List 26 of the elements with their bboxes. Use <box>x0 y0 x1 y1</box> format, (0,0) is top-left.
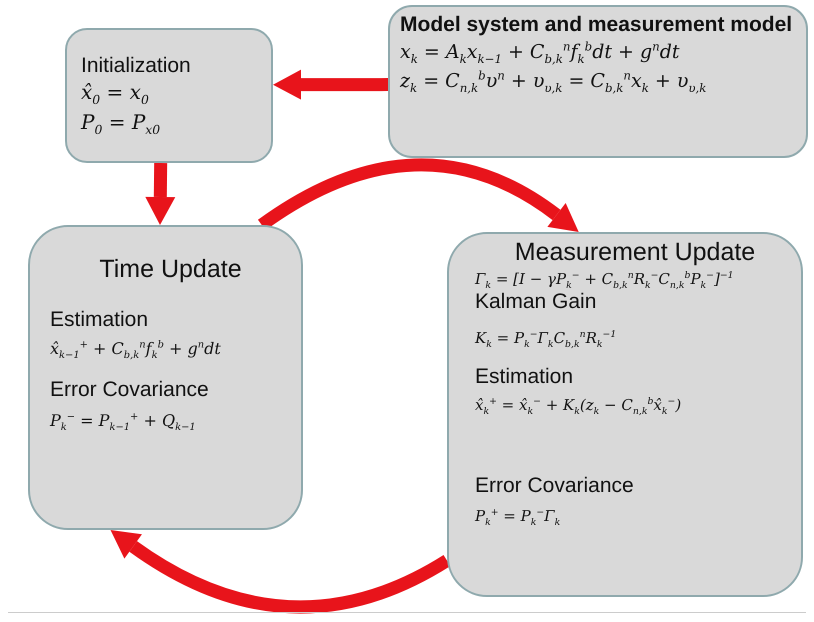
formula-text: P$_{k}$$^{+}$ = P$_{k}$$^{−}$Γ$_{k}$ <box>475 506 562 528</box>
process-box <box>388 5 808 158</box>
arrow <box>110 530 450 614</box>
heading-text: Estimation <box>475 364 574 390</box>
arrow <box>258 158 580 231</box>
formula-text: Γ$_{k}$ = [I − γP$_{k}$$^{−}$ + C$_{b,k}$$^{n}$R$_{k}$$^{−}$C$_{n,k}$$^{b}$P$_{k}$$^{−}$]$^{−1}$ <box>475 268 735 290</box>
heading-text: Measurement Update <box>514 238 756 267</box>
heading-text: Kalman Gain <box>475 290 598 314</box>
process-box <box>28 225 303 530</box>
heading-text: Error Covariance <box>475 474 635 498</box>
formula-text: z$_{k}$ = C$_{n,k}$$^{b}$υ$^{n}$ + υ$_{υ,k}$ = C$_{b,k}$$^{n}$x$_{k}$ + υ$_{υ,k}$ <box>400 68 708 94</box>
arrow <box>273 70 388 100</box>
heading-text: Model system and measurement model <box>400 13 794 38</box>
formula-text: x̂$_{k−1}$$^{+}$ + C$_{b,k}$$^{n}$f$_{k}$$^{b}$ + g$^{n}$dt <box>50 338 222 360</box>
formula-text: x̂$_{0}$ = x$_{0}$ <box>81 79 150 106</box>
formula-text: x̂$_{k}$$^{+}$ = x̂$_{k}$$^{−}$ + K$_{k}$(z$_{k}$ − C$_{n,k}$$^{b}$x̂$_{k}$$^{−}$) <box>475 395 682 416</box>
formula-text: x$_{k}$ = A$_{k}$x$_{k−1}$ + C$_{b,k}$$^{n}$f$_{k}$$^{b}$dt + g$^{n}$dt <box>400 39 681 66</box>
process-box <box>447 232 803 597</box>
formula-text: P$_{k}$$^{−}$ = P$_{k−1}$$^{+}$ + Q$_{k−1}$ <box>50 410 197 433</box>
arrow <box>145 162 176 225</box>
process-box <box>65 28 273 163</box>
heading-text: Error Covariance <box>50 378 210 402</box>
heading-text: Time Update <box>98 255 243 284</box>
heading-text: Estimation <box>50 308 150 332</box>
heading-text: Initialization <box>81 54 192 78</box>
formula-text: P$_{0}$ = P$_{x0}$ <box>81 109 162 136</box>
